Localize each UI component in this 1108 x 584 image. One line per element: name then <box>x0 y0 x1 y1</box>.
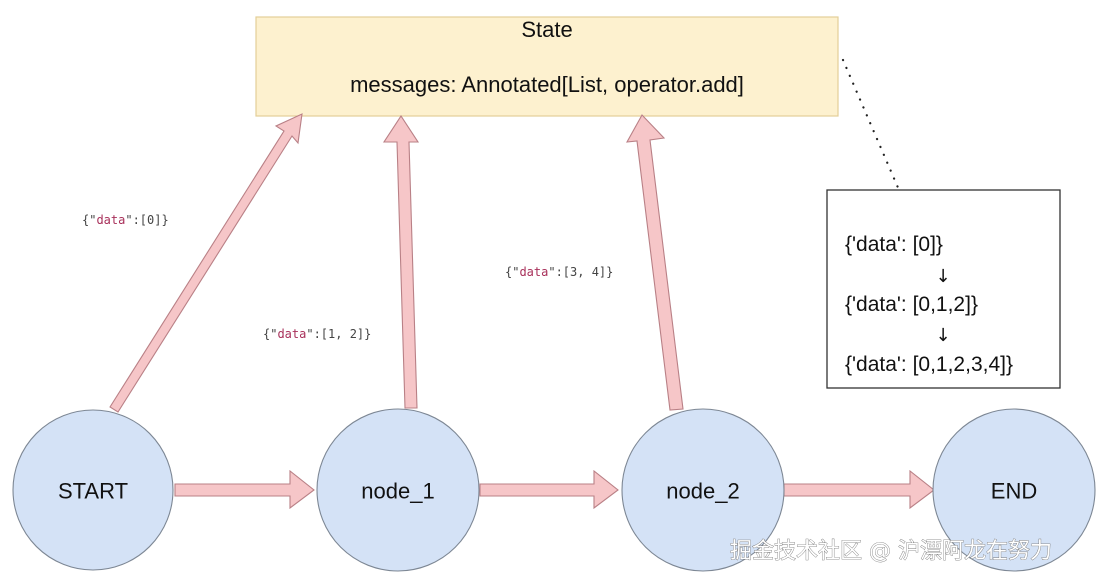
state-log-line-2: {'data': [0,1,2]} <box>845 293 978 316</box>
node-2-label: node_2 <box>666 479 739 504</box>
state-log-box: {'data': [0]} ↓ {'data': [0,1,2]} ↓ {'da… <box>826 189 1061 389</box>
state-field: messages: Annotated[List, operator.add] <box>350 72 744 97</box>
node-end-label: END <box>991 479 1037 504</box>
watermark: 掘金技术社区 @ 沪漂阿龙在努力 <box>730 539 1052 564</box>
node-1-circle[interactable] <box>316 408 480 572</box>
node-end-circle[interactable] <box>932 408 1096 572</box>
update-arrow-start <box>109 113 303 413</box>
dotted-connector <box>841 58 901 192</box>
node-start-label: START <box>58 479 128 504</box>
state-title: State <box>521 17 572 42</box>
payload-start: {"data":[0]} <box>82 213 169 227</box>
node-2-circle[interactable] <box>621 408 785 572</box>
node-1-label: node_1 <box>361 479 434 504</box>
state-log-line-1: {'data': [0]} <box>845 233 943 256</box>
node-node-2[interactable]: node_2 <box>621 408 785 572</box>
node-end[interactable]: END <box>932 408 1096 572</box>
arrow-node1-to-state <box>382 114 420 409</box>
state-box-background <box>255 16 839 117</box>
payload-node-2: {"data":[3, 4]} <box>505 265 613 279</box>
payload-node-1: {"data":[1, 2]} <box>263 327 371 341</box>
update-arrow-node-1 <box>382 114 420 409</box>
state-log-border <box>826 189 1061 389</box>
node-start[interactable]: START <box>12 409 174 571</box>
edge-start-to-node-1 <box>174 469 315 510</box>
edge-node-2-to-end <box>783 469 935 510</box>
node-start-circle[interactable] <box>12 409 174 571</box>
update-arrow-node-2 <box>626 114 684 411</box>
down-arrow-icon: ↓ <box>935 325 950 346</box>
state-log-line-3: {'data': [0,1,2,3,4]} <box>845 353 1013 376</box>
edge-node-1-to-node-2 <box>479 469 619 510</box>
state-box: State messages: Annotated[List, operator… <box>255 16 839 117</box>
arrow-node2-to-state <box>626 114 684 411</box>
node-node-1[interactable]: node_1 <box>316 408 480 572</box>
arrow-start-to-state <box>109 113 303 413</box>
down-arrow-icon: ↓ <box>935 266 950 287</box>
